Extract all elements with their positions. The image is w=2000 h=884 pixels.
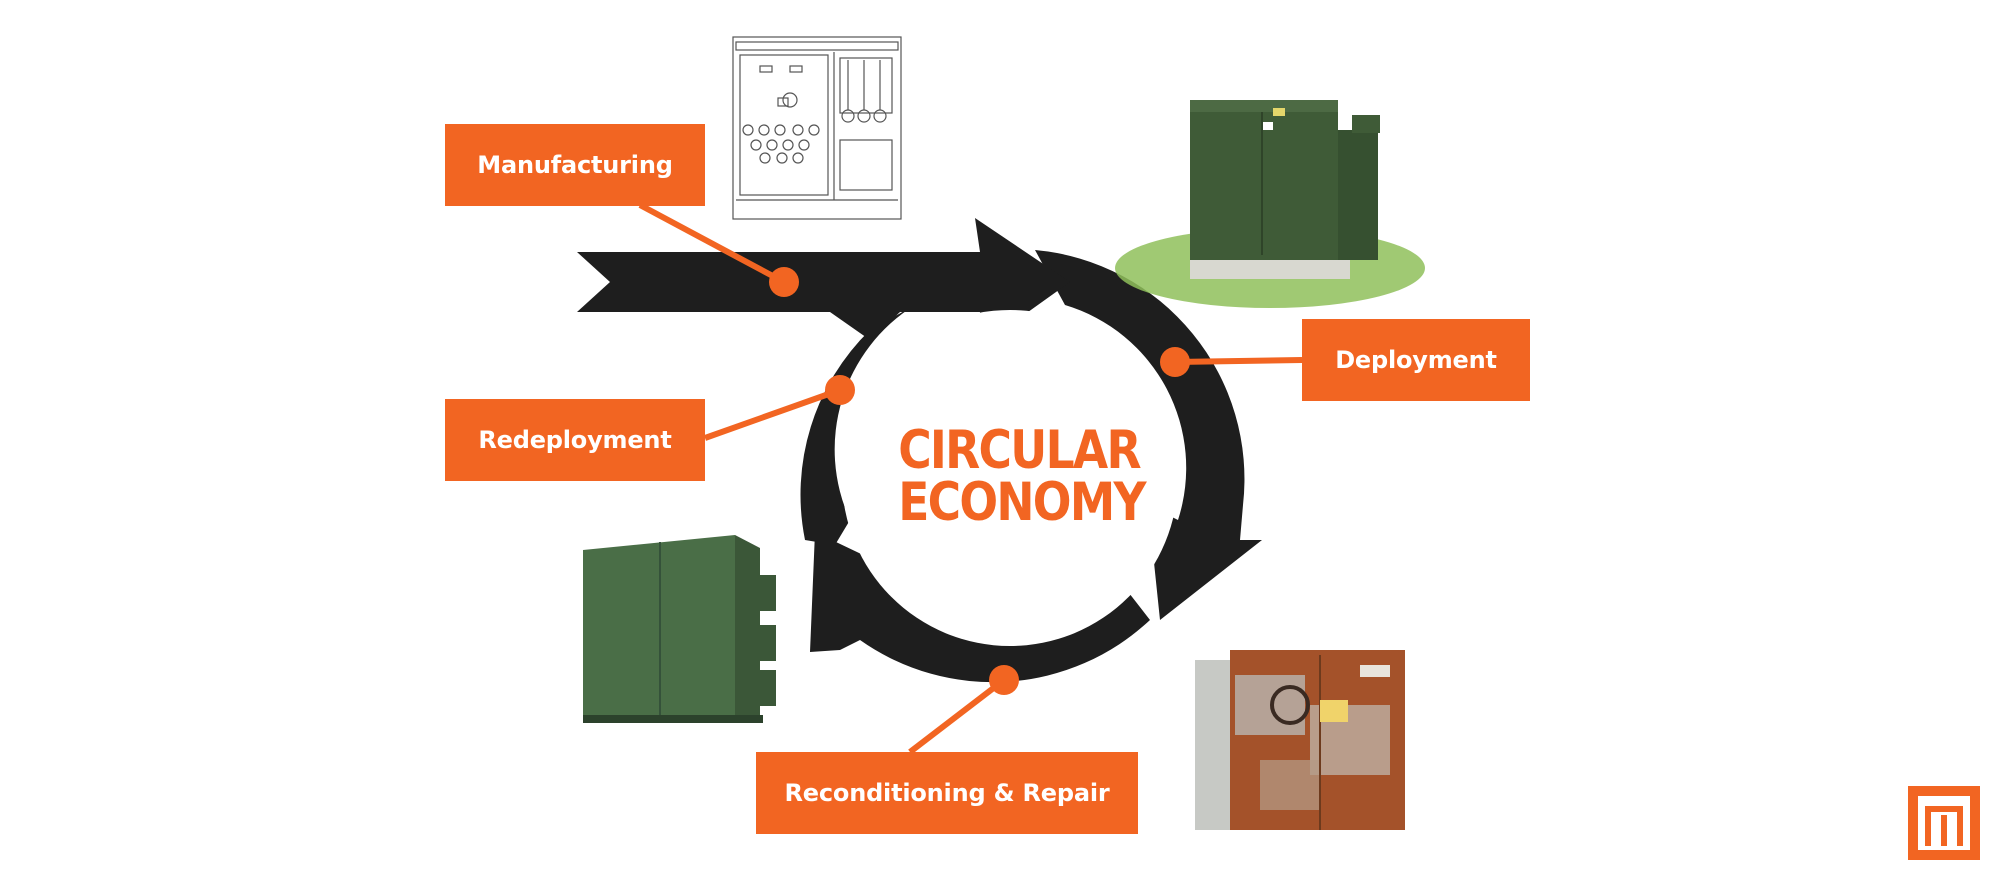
reconditioning-dot — [989, 665, 1019, 695]
schematic-drawing — [732, 36, 902, 220]
ring-inner — [842, 310, 1178, 646]
deployment-dot — [1160, 347, 1190, 377]
circular-arrow — [577, 218, 1262, 683]
redeployment-label: Redeployment — [445, 399, 705, 481]
arrow-segment-bottom — [810, 532, 1150, 683]
brand-logo-icon — [1908, 786, 1980, 860]
center-title-line2: ECONOMY — [898, 472, 1146, 533]
reconditioning-repair-label: Reconditioning & Repair — [756, 752, 1138, 834]
manufacturing-label: Manufacturing — [445, 124, 705, 206]
center-title-line1: CIRCULAR — [898, 420, 1141, 481]
connectors — [638, 202, 1303, 755]
rusty-transformer-image — [1195, 650, 1405, 830]
manufacturing-arrow — [577, 218, 1070, 350]
arrow-segment-left — [800, 305, 915, 545]
manufacturing-dot — [769, 267, 799, 297]
arrow-segment-right — [1035, 250, 1262, 620]
deployment-label: Deployment — [1302, 319, 1530, 401]
center-title: CIRCULAR ECONOMY — [898, 420, 1146, 533]
redeployed-transformer-image — [583, 535, 776, 723]
new-transformer-image — [1115, 100, 1425, 308]
redeployment-dot — [825, 375, 855, 405]
